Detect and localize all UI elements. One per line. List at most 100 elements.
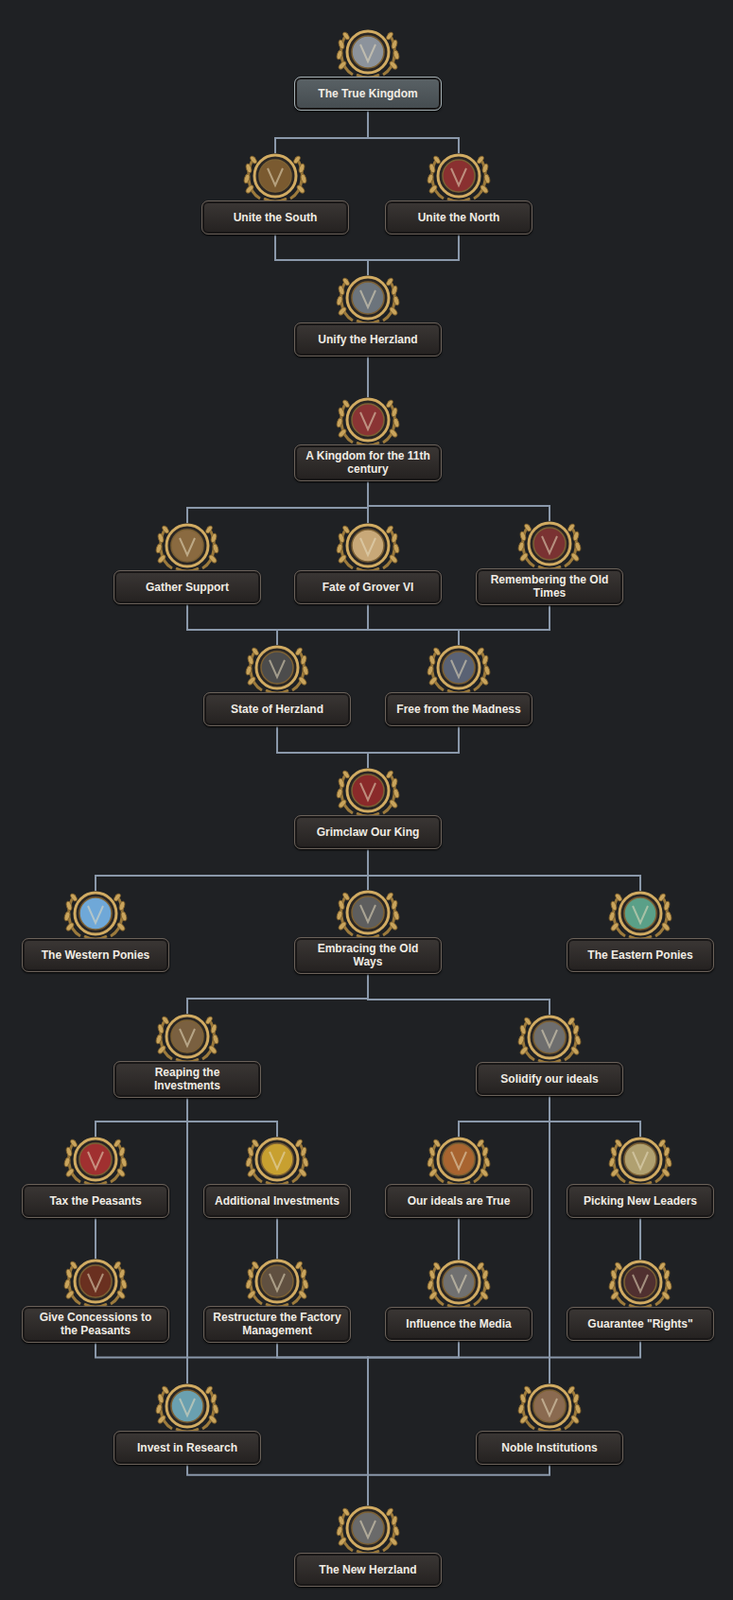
prerequisite-line <box>548 1096 551 1384</box>
focus-icon <box>59 1253 132 1312</box>
prerequisite-line <box>277 1343 368 1506</box>
focus-label: Embracing the Old Ways <box>294 937 442 975</box>
prerequisite-line <box>457 1218 460 1260</box>
focus-label: Fate of Grover VI <box>294 570 442 605</box>
prerequisite-line <box>549 1096 641 1137</box>
focus-label: Our ideals are True <box>384 1184 533 1219</box>
prerequisite-line <box>186 1098 189 1384</box>
prerequisite-line <box>187 974 368 1014</box>
focus-icon <box>239 147 312 207</box>
prerequisite-line <box>95 1098 188 1137</box>
focus-label: Remembering the Old Times <box>475 568 624 606</box>
focus-node: Remembering the Old Times <box>473 515 626 606</box>
focus-node: Grimclaw Our King <box>292 762 444 850</box>
prerequisite-line <box>367 110 459 154</box>
focus-node: Free from the Madness <box>383 639 535 727</box>
focus-label: The True Kingdom <box>294 76 442 111</box>
focus-label: Influence the Media <box>384 1307 533 1342</box>
focus-label: A Kingdom for the 11th century <box>294 444 442 482</box>
focus-icon <box>331 762 404 821</box>
focus-node: A Kingdom for the 11th century <box>292 391 444 482</box>
focus-icon <box>331 517 404 576</box>
focus-icon <box>513 515 586 575</box>
focus-node: Guarantee "Rights" <box>564 1254 716 1342</box>
focus-label: Free from the Madness <box>384 692 533 727</box>
focus-label: Give Concessions to the Peasants <box>21 1306 170 1344</box>
focus-label: Gather Support <box>113 570 262 605</box>
focus-icon <box>241 1253 314 1312</box>
focus-node: Fate of Grover VI <box>292 517 444 605</box>
prerequisite-line <box>367 726 459 768</box>
focus-icon <box>331 1500 404 1559</box>
focus-icon <box>59 1131 132 1190</box>
prerequisite-line <box>367 1341 459 1506</box>
focus-node: Invest in Research <box>111 1378 263 1466</box>
focus-icon <box>59 885 132 944</box>
focus-node: Embracing the Old Ways <box>292 884 444 975</box>
focus-node: State of Herzland <box>201 639 353 727</box>
focus-label: Additional Investments <box>203 1184 351 1219</box>
prerequisite-line <box>367 974 550 1015</box>
prerequisite-line <box>276 1218 279 1259</box>
prerequisite-line <box>367 1465 550 1506</box>
focus-node: Reaping the Investments <box>111 1008 263 1099</box>
focus-label: Guarantee "Rights" <box>566 1307 715 1342</box>
focus-node: Gather Support <box>111 517 263 605</box>
focus-node: Noble Institutions <box>473 1378 626 1466</box>
focus-node: The Eastern Ponies <box>564 885 716 973</box>
focus-node: The True Kingdom <box>292 23 444 111</box>
prerequisite-line <box>187 604 278 646</box>
focus-node: Give Concessions to the Peasants <box>19 1253 172 1344</box>
prerequisite-line <box>187 1465 368 1506</box>
prerequisite-line <box>277 726 368 768</box>
prerequisite-line <box>95 1343 368 1506</box>
focus-icon <box>331 391 404 451</box>
prerequisite-line <box>367 604 459 646</box>
prerequisite-line <box>367 1341 641 1506</box>
focus-icon <box>422 639 495 699</box>
focus-node: Influence the Media <box>383 1254 535 1342</box>
focus-label: Solidify our ideals <box>475 1062 624 1097</box>
focus-label: The New Herzland <box>294 1553 442 1588</box>
focus-label: State of Herzland <box>203 692 351 727</box>
prerequisite-line <box>458 605 550 646</box>
prerequisite-line <box>94 1218 97 1259</box>
prerequisite-line <box>458 1096 550 1137</box>
focus-node: Unite the South <box>199 147 351 235</box>
prerequisite-line <box>277 604 368 646</box>
focus-icon <box>513 1009 586 1068</box>
focus-icon <box>331 23 404 83</box>
prerequisite-line <box>275 234 368 276</box>
focus-node: Restructure the Factory Management <box>201 1253 353 1344</box>
focus-icon <box>151 1378 224 1437</box>
prerequisite-line <box>187 481 368 524</box>
focus-node: The Western Ponies <box>19 885 172 973</box>
prerequisite-line <box>366 356 369 398</box>
focus-icon <box>422 1254 495 1313</box>
focus-label: Reaping the Investments <box>113 1061 262 1099</box>
prerequisite-line <box>187 1098 278 1137</box>
focus-label: Restructure the Factory Management <box>203 1306 351 1344</box>
focus-node: Picking New Leaders <box>564 1131 716 1219</box>
focus-icon <box>422 147 495 207</box>
focus-label: Picking New Leaders <box>566 1184 715 1219</box>
focus-node: Unite the North <box>383 147 535 235</box>
focus-label: Invest in Research <box>113 1431 262 1466</box>
focus-label: Grimclaw Our King <box>294 815 442 850</box>
focus-node: The New Herzland <box>292 1500 444 1588</box>
prerequisite-line <box>367 481 550 522</box>
focus-icon <box>422 1131 495 1190</box>
focus-icon <box>241 1131 314 1190</box>
focus-node: Unify the Herzland <box>292 269 444 357</box>
focus-label: Tax the Peasants <box>21 1184 170 1219</box>
focus-label: Unite the South <box>201 200 350 235</box>
focus-icon <box>151 1008 224 1067</box>
focus-label: The Eastern Ponies <box>566 938 715 973</box>
prerequisite-line <box>367 849 641 891</box>
prerequisite-line <box>639 1218 642 1260</box>
prerequisite-line <box>95 849 368 891</box>
focus-node: Our ideals are True <box>383 1131 535 1219</box>
focus-node: Tax the Peasants <box>19 1131 172 1219</box>
